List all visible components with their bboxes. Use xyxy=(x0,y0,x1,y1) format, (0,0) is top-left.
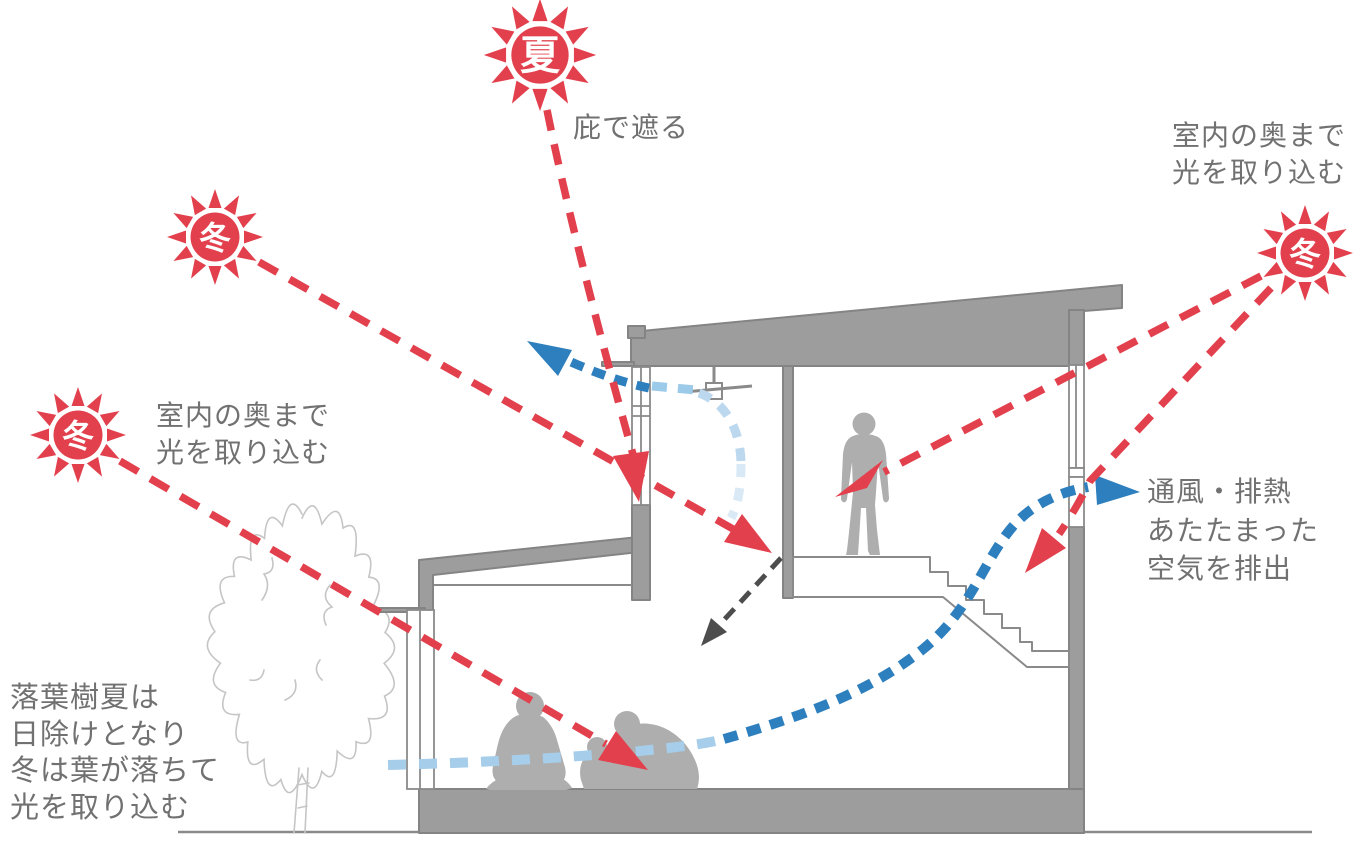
annotation-line: 室内の奥まで xyxy=(1172,120,1347,151)
winter-sun-icon-mid-left: 冬 xyxy=(30,387,126,483)
standing-person-silhouette xyxy=(841,412,889,555)
annotation-line: 空気を排出 xyxy=(1147,553,1293,585)
summer-sun-icon: 夏 xyxy=(484,0,596,111)
tree-branch-squiggles xyxy=(249,557,334,701)
annotation-eaves-shading: 庇で遮る xyxy=(573,112,690,143)
toddler-body xyxy=(580,753,614,789)
fan-downdraft-airflow xyxy=(697,388,746,521)
sunlight-rays xyxy=(118,109,1274,748)
house-cross-section xyxy=(376,284,1123,834)
upper-roof xyxy=(630,284,1123,367)
upper-roof-left-parapet xyxy=(627,325,646,339)
partition-wall xyxy=(782,365,794,599)
annotation-line: 光を取り込む xyxy=(10,791,191,824)
tree-canopy-outline xyxy=(206,503,396,794)
sun-icons: 夏 冬 冬 冬 xyxy=(30,0,1353,483)
exhaust-airflow-dashes xyxy=(722,482,1089,744)
adult-sitting-legs xyxy=(486,770,572,790)
annotation-line: 通風・排熱 xyxy=(1147,476,1293,507)
winter-ray-through-tree xyxy=(118,457,608,748)
right-window-sill xyxy=(1068,467,1085,478)
exhaust-airflow-right xyxy=(722,475,1140,744)
annotation-deciduous-tree: 落葉樹夏は 日除けとなり 冬は葉が落ちて 光を取り込む xyxy=(10,680,220,826)
winter-sun-label: 冬 xyxy=(62,418,94,454)
adult-kneeling-body xyxy=(605,723,699,789)
deciduous-tree xyxy=(206,503,396,834)
sunlight-arrowheads xyxy=(598,451,1066,770)
winter-ray-upper-left xyxy=(257,258,735,533)
person-body xyxy=(841,434,889,555)
winter-ray-right-to-room xyxy=(882,272,1263,476)
fan-airflow-upper xyxy=(697,388,746,465)
winter-sun-label: 冬 xyxy=(1289,236,1321,272)
summer-sun-ray-blocked-by-eave xyxy=(543,109,638,460)
arrowhead xyxy=(527,341,572,376)
arrowhead xyxy=(598,731,648,770)
annotation-daylight-right: 室内の奥まで 光を取り込む xyxy=(1172,118,1346,192)
fan-airflow-lower xyxy=(726,463,746,521)
summer-sun-label: 夏 xyxy=(520,34,560,78)
arrowhead xyxy=(1025,528,1066,573)
toddler-head xyxy=(587,737,607,757)
exhaust-airflow-clerestory xyxy=(527,341,697,395)
winter-sun-icon-right: 冬 xyxy=(1257,205,1353,301)
fan-blades xyxy=(683,384,753,394)
clerestory-wall-lower xyxy=(631,504,651,601)
stairs xyxy=(792,556,1070,668)
person-head xyxy=(852,412,876,436)
arrowhead xyxy=(724,514,772,553)
arrowhead xyxy=(613,451,649,502)
reflected-light-arrow xyxy=(701,556,783,646)
annotation-line: あたたまった xyxy=(1147,514,1320,546)
clerestory-exit-dashes xyxy=(567,356,650,393)
right-wall-top xyxy=(1068,309,1085,366)
tree-trunk xyxy=(293,767,310,834)
arrowhead xyxy=(701,618,727,646)
clerestory-window-eave xyxy=(601,361,635,367)
reflected-light-dashes xyxy=(721,556,783,623)
annotation-line: 落葉樹夏は xyxy=(10,682,161,714)
annotation-daylight-left: 室内の奥まで 光を取り込む xyxy=(156,398,330,472)
right-wall xyxy=(1068,526,1085,834)
annotation-line: 光を取り込む xyxy=(1172,156,1347,188)
annotation-line: 室内の奥まで xyxy=(156,400,331,431)
arrowhead xyxy=(1095,475,1140,505)
annotation-line: 日除けとなり xyxy=(10,718,190,751)
ceiling-fan xyxy=(683,366,753,400)
annotation-line: 冬は葉が落ちて xyxy=(10,755,221,788)
arrowhead xyxy=(835,460,883,497)
adult-sitting-body xyxy=(492,714,566,784)
winter-sun-label: 冬 xyxy=(199,220,231,256)
annotation-ventilation: 通風・排熱 あたたまった 空気を排出 xyxy=(1147,473,1319,589)
sitting-family-silhouette xyxy=(486,692,699,790)
winter-sun-icon-upper-left: 冬 xyxy=(167,189,263,285)
lower-roof xyxy=(418,535,649,611)
winter-ray-right-to-vent xyxy=(1055,285,1274,537)
ceiling-airflow-dashes xyxy=(651,381,697,395)
annotation-line: 光を取り込む xyxy=(156,436,331,468)
floor-slab xyxy=(418,788,1085,834)
